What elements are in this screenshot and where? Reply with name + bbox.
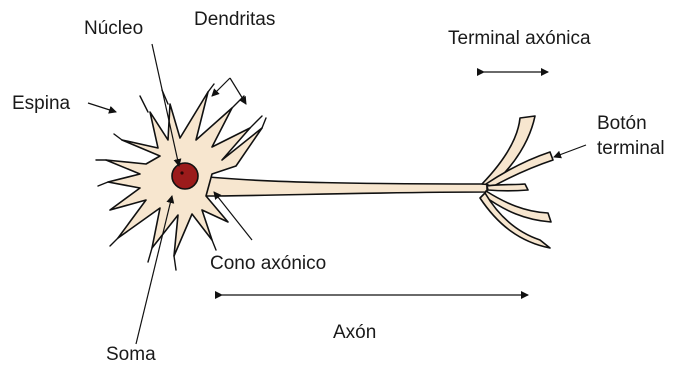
label-dendritas: Dendritas — [194, 9, 275, 31]
dendritas-pointer-left — [212, 78, 230, 96]
dendritas-pointer-right — [230, 78, 246, 104]
axon — [200, 176, 487, 196]
label-espina: Espina — [12, 93, 70, 115]
label-nucleo: Núcleo — [84, 18, 143, 40]
nucleolus — [180, 171, 183, 174]
label-boton-terminal-line1: Botón — [597, 113, 647, 135]
label-boton-terminal-line2: terminal — [597, 138, 665, 160]
boton-terminal-pointer — [554, 145, 586, 157]
label-soma: Soma — [106, 344, 156, 366]
neuron-illustration — [96, 84, 553, 270]
axon-terminal — [480, 116, 553, 248]
nucleus — [172, 163, 198, 189]
label-axon: Axón — [333, 322, 376, 344]
espina-pointer — [88, 103, 116, 112]
label-cono-axonico: Cono axónico — [210, 253, 326, 275]
label-terminal-axonica: Terminal axónica — [448, 28, 591, 50]
